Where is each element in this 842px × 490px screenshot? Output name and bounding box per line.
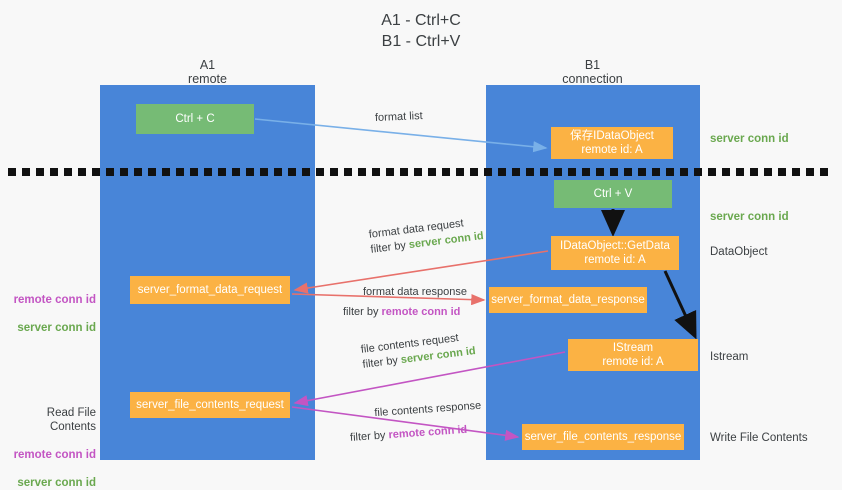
node-ctrl-v-label: Ctrl + V bbox=[593, 188, 633, 200]
label-server-conn-id-2: server conn id bbox=[17, 477, 96, 489]
edge-file-contents-response bbox=[291, 406, 520, 441]
lane-a1-header: A1 remote bbox=[188, 58, 227, 86]
edge-format-data-request bbox=[293, 250, 549, 294]
dashed-separator bbox=[8, 168, 834, 176]
node-server-file-contents-request-label: server_file_contents_request bbox=[136, 399, 284, 411]
edge-label-format-data-response-filter: filter by remote conn id bbox=[343, 306, 461, 318]
node-ctrl-v[interactable]: Ctrl + V bbox=[554, 180, 672, 208]
node-server-format-data-response-label: server_format_data_response bbox=[491, 294, 645, 306]
node-server-file-contents-request[interactable]: server_file_contents_request bbox=[130, 392, 290, 418]
label-server-conn-id-mid: server conn id bbox=[710, 211, 789, 223]
node-getdata-line2: remote id: A bbox=[584, 254, 646, 266]
node-getdata-line1: IDataObject::GetData bbox=[560, 240, 670, 252]
edge-getdata-to-istream bbox=[663, 270, 697, 340]
node-save-idataobject-line2: remote id: A bbox=[581, 144, 643, 156]
node-istream-line2: remote id: A bbox=[602, 356, 664, 368]
label-server-conn-id-top: server conn id bbox=[710, 133, 789, 145]
label-remote-conn-id-1: remote conn id bbox=[13, 294, 96, 306]
label-left-conn-ids-format: remote conn id server conn id bbox=[10, 279, 96, 335]
node-server-format-data-request-label: server_format_data_request bbox=[137, 284, 283, 296]
node-server-format-data-request[interactable]: server_format_data_request bbox=[130, 276, 290, 304]
label-istream: Istream bbox=[710, 351, 749, 363]
label-server-conn-id-1: server conn id bbox=[17, 322, 96, 334]
node-ctrl-c-label: Ctrl + C bbox=[175, 113, 215, 125]
label-write-file-contents: Write File Contents bbox=[710, 432, 808, 444]
node-ctrl-c[interactable]: Ctrl + C bbox=[136, 104, 254, 134]
node-save-idataobject-line1: 保存IDataObject bbox=[570, 130, 654, 142]
node-save-idataobject[interactable]: 保存IDataObject remote id: A bbox=[551, 127, 673, 159]
filter-key-remote-conn-id-1: remote conn id bbox=[381, 306, 461, 318]
node-server-file-contents-response-label: server_file_contents_response bbox=[524, 431, 682, 443]
edge-file-contents-request bbox=[293, 351, 566, 407]
node-server-file-contents-response[interactable]: server_file_contents_response bbox=[522, 424, 684, 450]
lane-b1-header: B1 connection bbox=[562, 58, 623, 86]
edge-label-format-data-response-line1: format data response bbox=[363, 286, 467, 298]
edge-label-format-data-response: format data response filter by remote co… bbox=[343, 285, 467, 320]
edge-format-data-response bbox=[291, 293, 486, 306]
edge-label-format-list: format list bbox=[374, 109, 423, 125]
node-server-format-data-response[interactable]: server_format_data_response bbox=[489, 287, 647, 313]
label-dataobject: DataObject bbox=[710, 246, 768, 258]
label-read-file-contents: Read File Contents bbox=[46, 407, 96, 433]
node-istream[interactable]: IStream remote id: A bbox=[568, 339, 698, 371]
label-left-conn-ids-file: Read File Contents remote conn id server… bbox=[10, 392, 96, 490]
node-idataobject-getdata[interactable]: IDataObject::GetData remote id: A bbox=[551, 236, 679, 270]
node-istream-line1: IStream bbox=[612, 342, 654, 354]
label-remote-conn-id-2: remote conn id bbox=[13, 449, 96, 461]
page-title: A1 - Ctrl+C B1 - Ctrl+V bbox=[381, 12, 461, 50]
edge-format-list bbox=[254, 118, 548, 153]
